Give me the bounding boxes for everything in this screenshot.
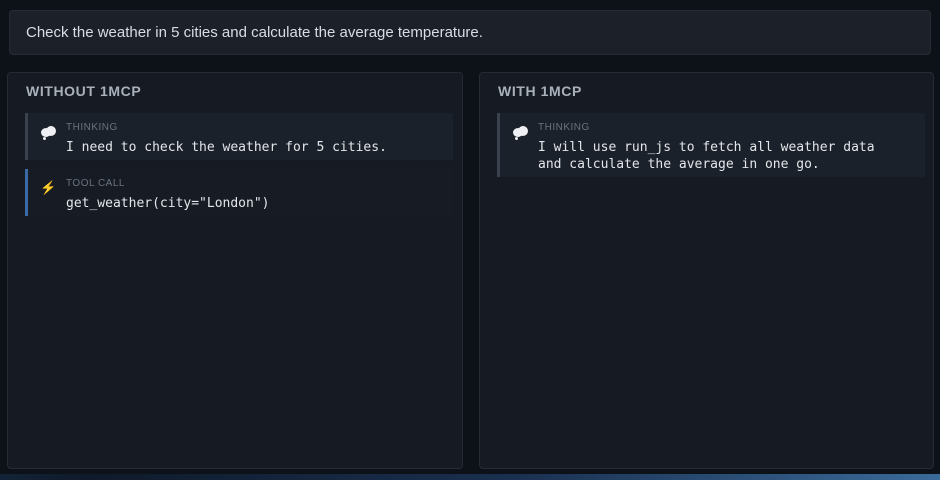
step-label: THINKING bbox=[538, 122, 590, 133]
thought-bubble-icon bbox=[512, 125, 528, 141]
panel-title: WITH 1MCP bbox=[498, 83, 582, 99]
panel-title: WITHOUT 1MCP bbox=[26, 83, 142, 99]
thought-bubble-icon bbox=[40, 125, 56, 141]
thinking-step: THINKING I need to check the weather for… bbox=[25, 113, 453, 160]
step-text: I need to check the weather for 5 cities… bbox=[66, 140, 387, 155]
tool-call-step: ⚡ TOOL CALL get_weather(city="London") bbox=[25, 169, 453, 216]
prompt-bar: Check the weather in 5 cities and calcul… bbox=[9, 10, 931, 55]
lightning-bolt-icon: ⚡ bbox=[40, 180, 57, 195]
without-1mcp-panel: WITHOUT 1MCP THINKING I need to check th… bbox=[7, 72, 463, 469]
step-label: THINKING bbox=[66, 122, 118, 133]
prompt-text: Check the weather in 5 cities and calcul… bbox=[26, 24, 483, 41]
step-text: get_weather(city="London") bbox=[66, 196, 270, 211]
with-1mcp-panel: WITH 1MCP THINKING I will use run_js to … bbox=[479, 72, 934, 469]
thinking-step: THINKING I will use run_js to fetch all … bbox=[497, 113, 925, 177]
step-label: TOOL CALL bbox=[66, 178, 125, 189]
step-text: I will use run_js to fetch all weather d… bbox=[538, 140, 875, 172]
